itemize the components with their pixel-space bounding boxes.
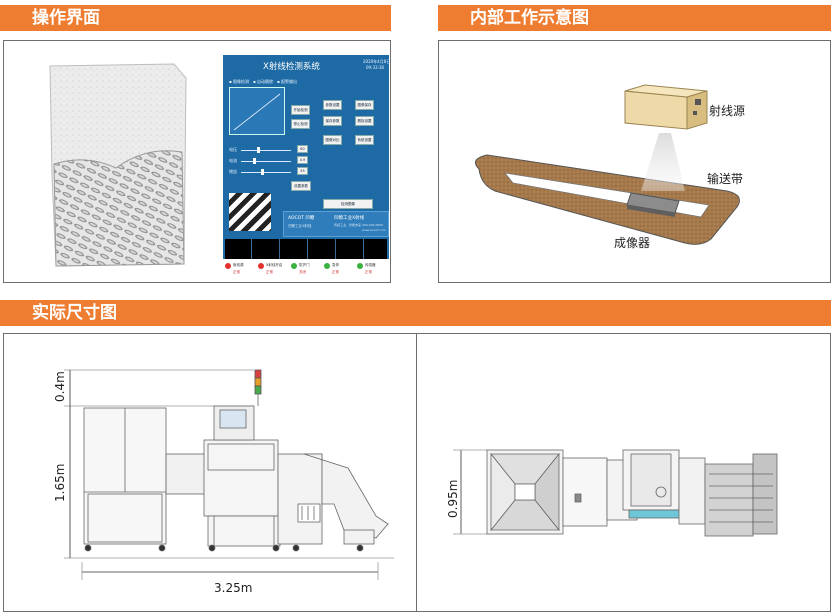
slider-label-gain: 增益: [229, 169, 237, 174]
slider-value-voltage[interactable]: 60: [297, 145, 308, 153]
status-item: 传感器正常: [357, 261, 389, 277]
company-web: www.aocot.com: [362, 228, 386, 232]
company-tagline: 传感工业，智能未来: [334, 223, 362, 227]
status-label: X射线开启: [266, 263, 283, 267]
brand-logo: AOCOT 凹瞭: [288, 216, 315, 221]
conveyor-belt: [474, 154, 740, 245]
hmi-button-stop[interactable]: 停止检测: [291, 119, 310, 129]
curve-graph: [233, 93, 281, 131]
status-item: X射线开启正常: [258, 261, 290, 277]
imager-unit: [626, 192, 680, 217]
status-label: 防护门: [299, 263, 310, 267]
section-title: 实际尺寸图: [32, 303, 117, 323]
company-name: 凹瞭工业X射线: [334, 216, 365, 221]
slider-handle[interactable]: [261, 169, 264, 175]
slider-current[interactable]: [241, 161, 291, 162]
panel-divider: [416, 334, 417, 611]
hmi-screen: X射线检测系统 2020年4月8日 09:33:38 ▪ 图像检测 ▪ 自动剔除…: [223, 55, 391, 271]
hmi-curve-box: [229, 87, 285, 135]
hmi-button-save-image[interactable]: 图像保存: [355, 100, 374, 110]
slider-voltage[interactable]: [241, 150, 291, 151]
slider-value-gain[interactable]: 55: [297, 167, 308, 175]
thumbnail-divider: [279, 239, 280, 263]
slider-handle[interactable]: [257, 147, 260, 153]
hmi-date: 2020年4月8日: [363, 59, 391, 64]
brand-strip: AOCOT 凹瞭 凹瞭工业X射线 凹瞭工业X射线 传感工业，智能未来 400-0…: [283, 211, 389, 237]
status-value: 正常: [266, 270, 273, 274]
status-indicator-icon: [225, 263, 231, 269]
slider-value-current[interactable]: 0.9: [297, 156, 308, 164]
status-value: 正常: [233, 270, 240, 274]
section-header-working: 内部工作示意图: [438, 5, 831, 31]
dim-top: 0.4m: [53, 371, 67, 402]
label-imager: 成像器: [614, 236, 650, 250]
front-view-drawing: 0.4m 1.65m 3.25m: [53, 369, 394, 595]
company-phone: 400-000-0000: [362, 223, 384, 227]
label-source: 射线源: [709, 103, 745, 118]
section-title: 操作界面: [32, 8, 100, 28]
hmi-option-0[interactable]: ▪ 图像检测: [229, 79, 249, 84]
hmi-button-start[interactable]: 开始检测: [291, 105, 310, 115]
section-header-operation: 操作界面: [0, 5, 391, 31]
hmi-option-2[interactable]: ▪ 报警输出: [277, 79, 297, 84]
status-item: 防护门关闭: [291, 261, 323, 277]
xray-image: [49, 63, 187, 267]
label-conveyor: 输送带: [707, 171, 743, 186]
dim-depth: 0.95m: [446, 480, 460, 518]
slider-handle[interactable]: [253, 158, 256, 164]
dim-height: 1.65m: [53, 464, 67, 502]
dim-width: 3.25m: [214, 581, 252, 595]
hmi-set-button[interactable]: 设置参数: [291, 181, 311, 191]
status-item: 急停正常: [324, 261, 356, 277]
hmi-option-1[interactable]: ▪ 自动剔除: [253, 79, 273, 84]
status-value: 正常: [332, 270, 339, 274]
xray-image-view: [6, 56, 222, 268]
slider-label-current: 电流: [229, 158, 237, 163]
working-diagram: 射线源 输送带 成像器: [474, 84, 745, 250]
status-item: 射线源正常: [225, 261, 257, 277]
thumbnail-divider: [307, 239, 308, 263]
hmi-button-reject[interactable]: 剔除设置: [355, 116, 374, 126]
slider-gain[interactable]: [241, 172, 291, 173]
xray-beam: [641, 133, 685, 191]
brand-sub: 凹瞭工业X射线: [288, 224, 312, 228]
status-value: 正常: [365, 270, 372, 274]
status-label: 射线源: [233, 263, 244, 267]
hmi-button-system[interactable]: 系统设置: [355, 135, 374, 145]
hmi-button-save-params[interactable]: 保存参数: [323, 116, 342, 126]
status-indicator-icon: [258, 263, 264, 269]
working-diagram-panel: 射线源 输送带 成像器: [438, 40, 831, 283]
slider-label-voltage: 电压: [229, 147, 237, 152]
thumbnail-divider: [251, 239, 252, 263]
top-view-drawing: 0.95m: [446, 449, 778, 537]
section-header-dimensions: 实际尺寸图: [0, 300, 831, 326]
operation-panel: X射线检测系统 2020年4月8日 09:33:38 ▪ 图像检测 ▪ 自动剔除…: [3, 40, 391, 283]
thumbnail-divider: [335, 239, 336, 263]
hmi-title: X射线检测系统: [263, 62, 320, 72]
status-indicator-icon: [357, 263, 363, 269]
status-label: 传感器: [365, 263, 376, 267]
test-pattern-image: [229, 193, 271, 231]
thumbnail-divider: [363, 239, 364, 263]
status-value: 关闭: [299, 270, 306, 274]
hmi-time: 09:33:38: [366, 65, 384, 70]
status-indicator-icon: [291, 263, 297, 269]
hmi-button-compare[interactable]: 图像对比: [323, 135, 342, 145]
status-indicator-icon: [324, 263, 330, 269]
dimensions-panel: 0.4m 1.65m 3.25m: [3, 333, 831, 612]
section-title: 内部工作示意图: [470, 8, 589, 28]
xray-source-box: [624, 84, 708, 130]
hmi-button-params[interactable]: 参数设置: [323, 100, 342, 110]
status-label: 急停: [332, 263, 339, 267]
hmi-detect-button[interactable]: 检测图像: [323, 199, 373, 209]
